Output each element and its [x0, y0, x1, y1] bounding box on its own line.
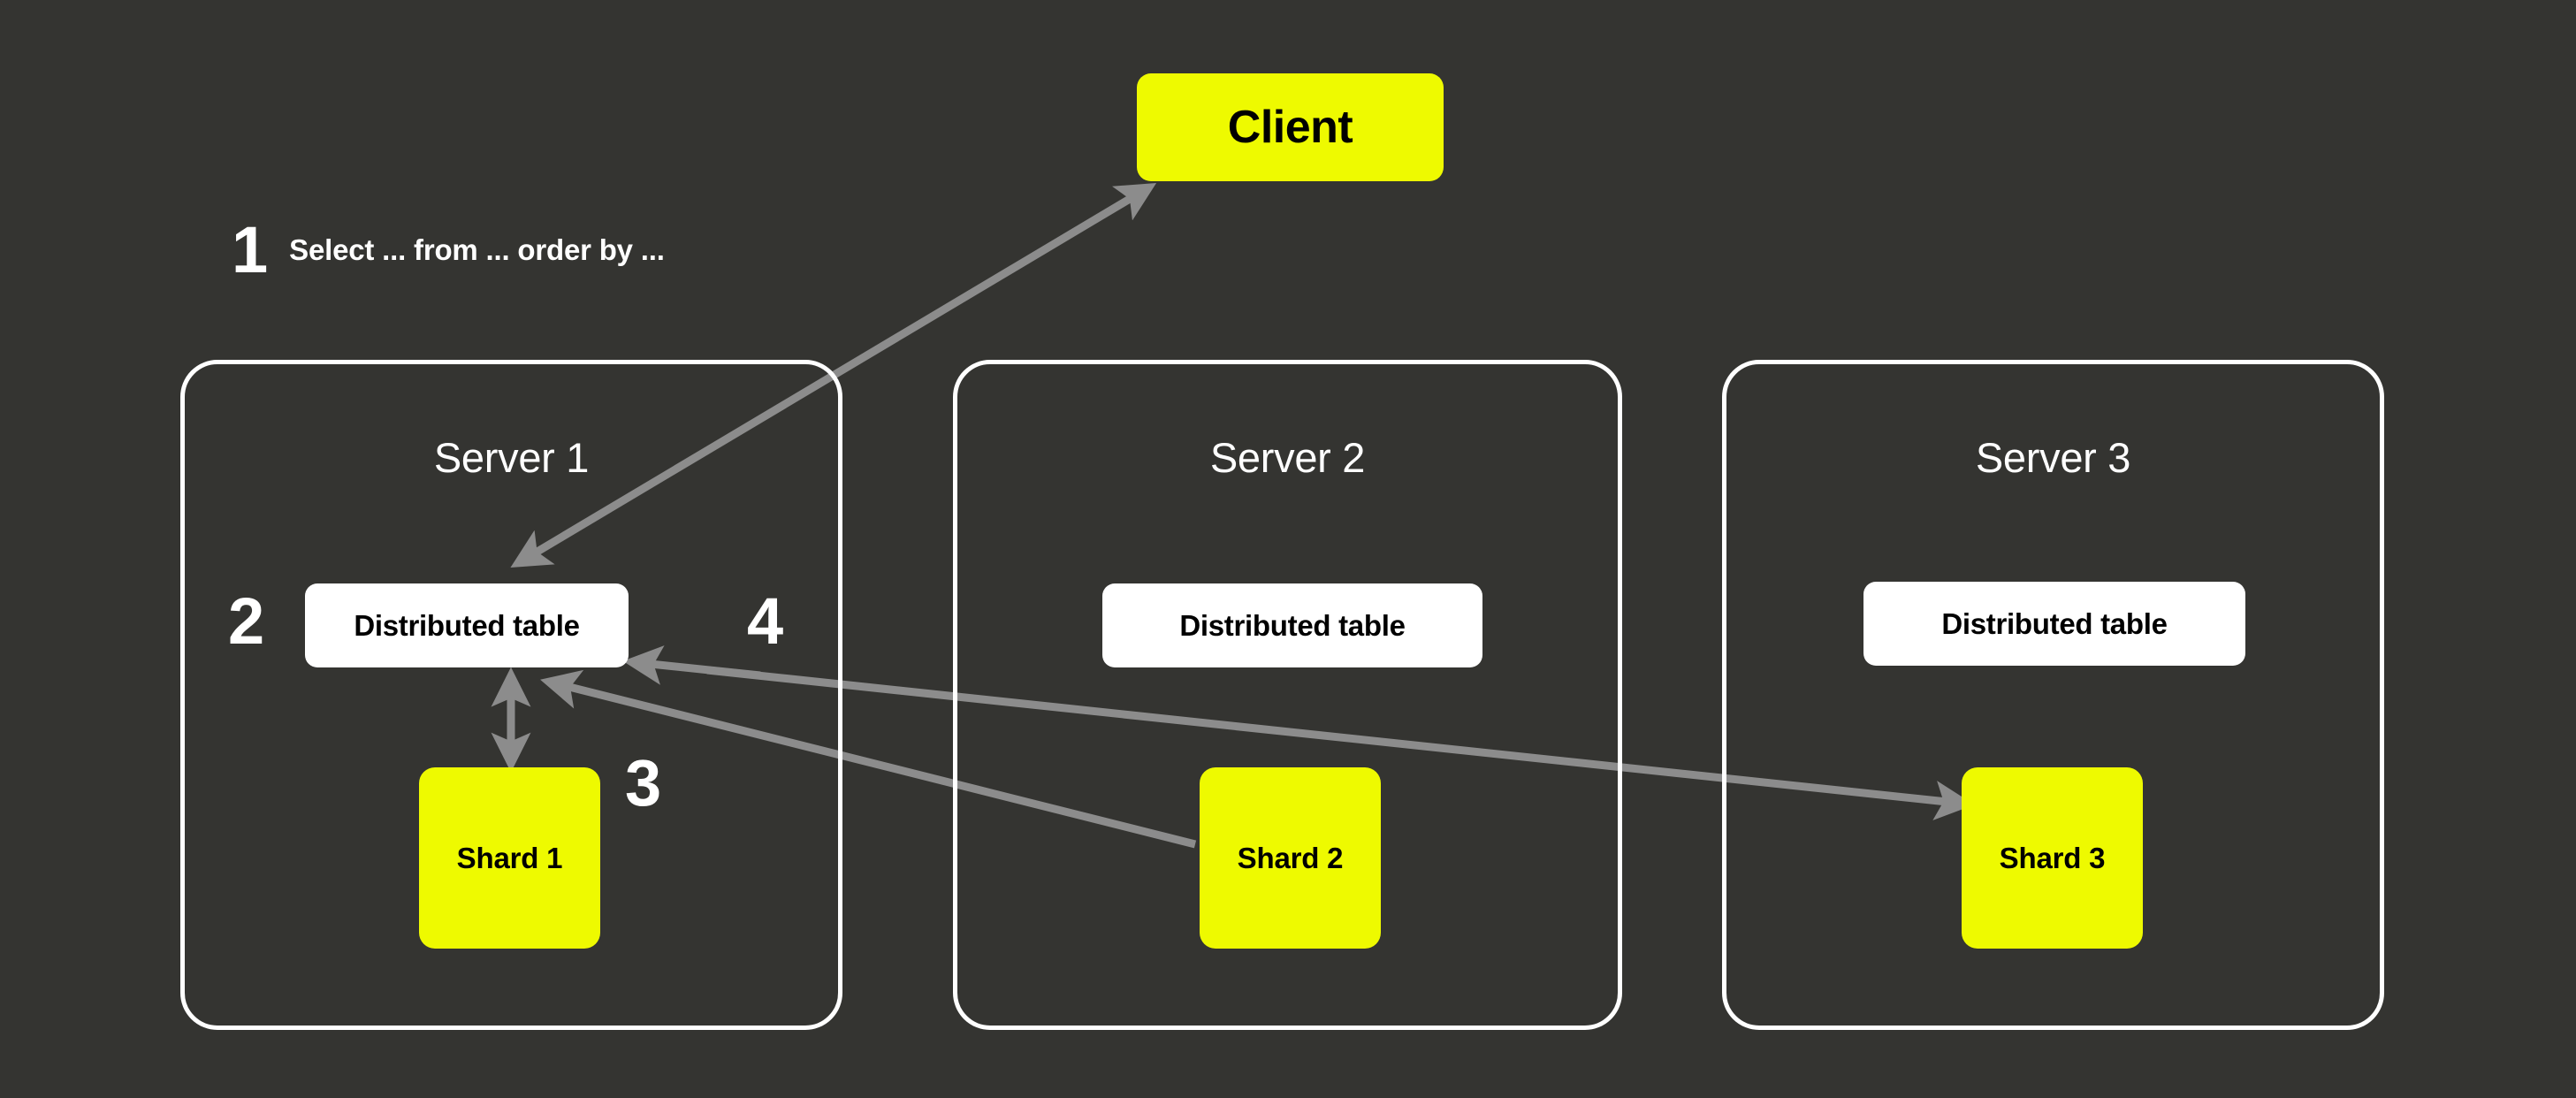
server-panel-2[interactable]: Server 2 [953, 360, 1622, 1030]
distributed-table-1[interactable]: Distributed table [305, 583, 629, 667]
step-1-number: 1 [232, 213, 268, 286]
shard-1-label: Shard 1 [456, 841, 563, 874]
step-2-number: 2 [228, 584, 264, 658]
server-1-title: Server 1 [433, 434, 590, 481]
shard-3[interactable]: Shard 3 [1962, 767, 2143, 949]
server-2-title: Server 2 [1209, 434, 1366, 481]
distributed-table-3[interactable]: Distributed table [1863, 582, 2245, 666]
step-1-query-text: Select ... from ... order by ... [289, 233, 665, 267]
distributed-table-3-label: Distributed table [1941, 606, 2168, 640]
client-label: Client [1227, 102, 1353, 153]
arrow-shard-2-to-distributed-table-1 [540, 669, 1197, 849]
step-1-caption: 1 Select ... from ... order by ... [232, 213, 665, 286]
shard-1[interactable]: Shard 1 [419, 767, 600, 949]
shard-2-label: Shard 2 [1237, 841, 1344, 874]
distributed-table-2[interactable]: Distributed table [1102, 583, 1482, 667]
server-3-title: Server 3 [1975, 434, 2131, 481]
step-4-number: 4 [747, 584, 783, 658]
shard-2[interactable]: Shard 2 [1200, 767, 1381, 949]
shard-3-label: Shard 3 [1999, 841, 2106, 874]
client-node[interactable]: Client [1137, 73, 1444, 181]
arrow-distributed-table-1-to-shard-3 [706, 666, 1975, 820]
distributed-table-2-label: Distributed table [1179, 608, 1406, 642]
distributed-table-1-label: Distributed table [354, 608, 580, 642]
arrow-into-distributed-table-1-right [622, 645, 761, 685]
server-panel-3[interactable]: Server 3 [1722, 360, 2384, 1030]
step-3-number: 3 [625, 746, 661, 820]
